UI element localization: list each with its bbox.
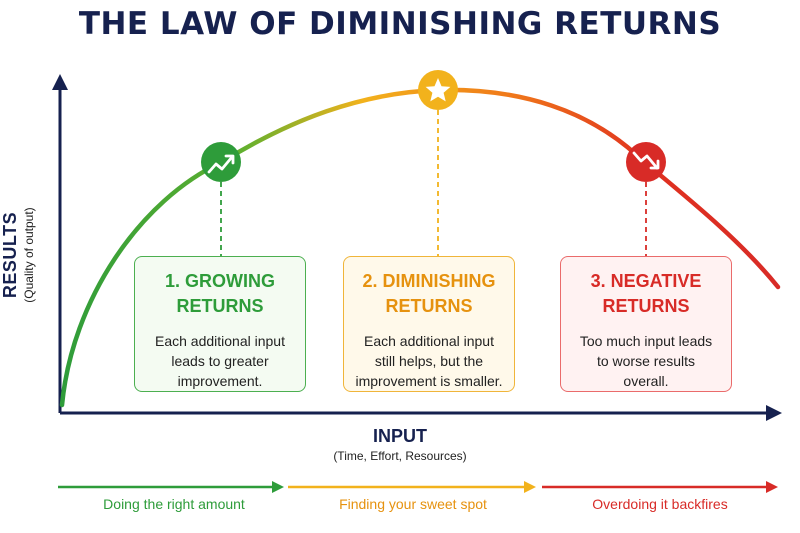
stage-description: Each additional input still helps, but t… [344,331,514,391]
footer-label-backfires: Overdoing it backfires [592,496,728,512]
stage-heading: 2. DIMINISHING RETURNS [344,269,514,319]
trend-up-icon [201,142,241,182]
stage-heading-line: 2. DIMINISHING [362,271,496,291]
y-axis-title: RESULTS [0,211,20,299]
stage-description-line: still helps, but the [374,353,484,369]
stage-description-line: overall. [623,373,669,389]
stage-description: Each additional input leads to greater i… [135,331,305,391]
stage-card-negative: 3. NEGATIVE RETURNS Too much input leads… [560,256,732,392]
trend-down-icon [626,142,666,182]
stage-description: Too much input leads to worse results ov… [561,331,731,391]
stage-description-line: Each additional input [364,333,494,349]
stage-heading-line: RETURNS [176,296,264,316]
stage-description-line: improvement. [177,373,263,389]
page-title: THE LAW OF DIMINISHING RETURNS [78,6,722,42]
footer-label-sweet-spot: Finding your sweet spot [339,496,487,512]
stage-card-growing: 1. GROWING RETURNS Each additional input… [134,256,306,392]
x-axis-title: INPUT [373,426,427,446]
y-axis-arrowhead [52,74,68,90]
stage-description-line: to worse results [596,353,696,369]
stage-heading: 3. NEGATIVE RETURNS [561,269,731,319]
stage-heading-line: RETURNS [602,296,690,316]
stage-card-diminishing: 2. DIMINISHING RETURNS Each additional i… [343,256,515,392]
star-icon [418,70,458,110]
stage-description-line: leads to greater [171,353,269,369]
x-axis-subtitle: (Time, Effort, Resources) [333,449,467,463]
y-axis-label: RESULTS (Quality of output) [0,155,36,355]
stage-heading-line: 1. GROWING [164,271,275,291]
y-axis-subtitle: (Quality of output) [22,207,36,303]
footer-arrow-red [542,481,778,493]
stage-heading: 1. GROWING RETURNS [135,269,305,319]
x-axis-arrowhead [766,405,782,421]
footer-label-right-amount: Doing the right amount [103,496,245,512]
stage-description-line: Too much input leads [579,333,713,349]
stage-description-line: improvement is smaller. [355,373,503,389]
stage-heading-line: 3. NEGATIVE [590,271,702,291]
stage-heading-line: RETURNS [385,296,473,316]
footer-arrow-yellow [288,481,536,493]
footer-arrow-green [58,481,284,493]
stage-description-line: Each additional input [155,333,285,349]
